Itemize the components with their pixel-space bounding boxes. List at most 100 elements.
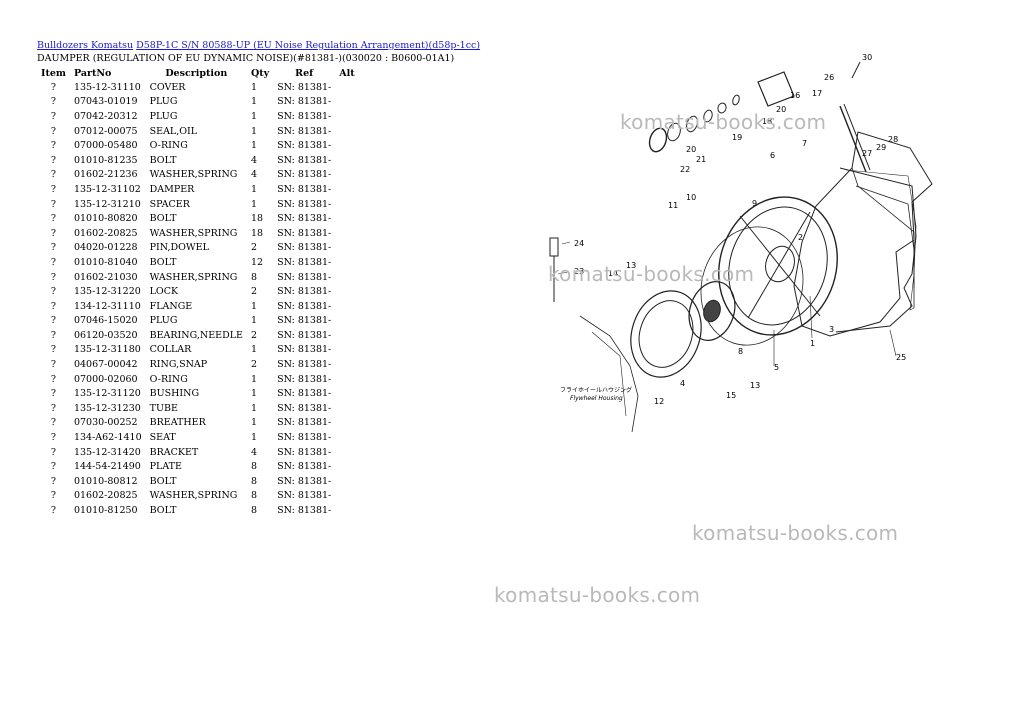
ref-cell: SN: 81381- [277,373,332,385]
partno-cell: 135-12-31120 [73,388,141,400]
description-cell: RING,SNAP [149,359,208,371]
qty-cell: 18 [250,227,264,239]
partno-cell: 06120-03520 [73,329,138,341]
page-header: Bulldozers Komatsu D58P-1C S/N 80588-UP … [37,40,480,65]
partno-cell: 07046-15020 [73,315,138,327]
ref-cell: SN: 81381- [277,402,332,414]
callout-5: 5 [774,363,779,372]
engine-block-fragment [591,331,627,417]
seal-ring [732,94,740,106]
seal-ring [717,102,727,114]
cover-shaft [757,71,795,107]
description-cell: WASHER,SPRING [149,169,238,181]
partno-cell: 01010-81235 [73,154,138,166]
qty-cell: 1 [250,388,257,400]
callout-15: 15 [726,391,736,400]
partno-cell: 01010-81040 [73,256,138,268]
qty-cell: 4 [250,446,257,458]
callout-26: 26 [824,73,834,82]
qty-cell: 8 [250,271,257,283]
partno-cell: 135-12-31210 [73,198,141,210]
housing-mount-plate [855,185,915,288]
breadcrumb-link-model[interactable]: D58P-1C S/N 80588-UP (EU Noise Regulatio… [136,40,481,51]
alt-cell [335,343,358,358]
ref-cell: SN: 81381- [277,505,332,517]
alt-cell [335,328,358,343]
housing-right-plate [835,167,917,333]
partno-cell: 01602-20825 [73,490,138,502]
diagram-caption-en: Flywheel Housing [570,395,623,402]
damper-center [703,299,721,323]
qty-cell: 4 [250,154,257,166]
flywheel-housing-outline [793,131,933,337]
description-cell: BOLT [149,475,177,487]
qty-cell: 1 [250,300,257,312]
partno-cell: 07000-02060 [73,373,138,385]
description-cell: PLUG [149,315,178,327]
item-cell: ? [50,169,57,181]
item-cell: ? [50,490,57,502]
ref-cell: SN: 81381- [277,81,332,93]
ref-cell: SN: 81381- [277,359,332,371]
description-cell: BEARING,NEEDLE [149,329,243,341]
callout-4: 4 [680,379,685,388]
alt-cell [335,401,358,416]
seal-ring [686,115,698,133]
callout-7: 7 [802,139,807,148]
description-cell: SEAL,OIL [149,125,198,137]
qty-cell: 1 [250,183,257,195]
callout-labels: 1 2 3 4 5 6 7 8 9 10 11 12 13 13 14 15 1… [560,53,906,406]
seal-ring [648,127,668,153]
description-cell: LOCK [149,286,179,298]
breather-cap [549,237,559,257]
description-cell: FLANGE [149,300,193,312]
partno-cell: 144-54-21490 [73,461,141,473]
description-cell: BUSHING [149,388,200,400]
description-cell: PIN,DOWEL [149,242,209,254]
breadcrumb-link-category[interactable]: Bulldozers Komatsu [37,40,134,51]
description-cell: COVER [149,81,186,93]
callout-17: 17 [812,89,822,98]
partno-cell: 135-12-31110 [73,81,141,93]
ref-cell: SN: 81381- [277,125,332,137]
partno-cell: 01010-81250 [73,505,138,517]
engine-block-fragment [579,315,639,433]
ref-cell: SN: 81381- [277,198,332,210]
ref-cell: SN: 81381- [277,242,332,254]
item-cell: ? [50,271,57,283]
alt-cell [335,284,358,299]
partno-cell: 135-12-31102 [73,183,141,195]
item-cell: ? [50,227,57,239]
ref-cell: SN: 81381- [277,140,332,152]
exploded-parts-diagram: 1 2 3 4 5 6 7 8 9 10 11 12 13 13 14 15 1… [549,53,933,433]
item-cell: ? [50,315,57,327]
alt-cell [335,314,358,329]
housing-side-plate [851,167,915,308]
callout-29: 29 [876,143,886,152]
description-cell: O-RING [149,373,188,385]
qty-cell: 8 [250,490,257,502]
alt-cell [335,357,358,372]
ref-cell: SN: 81381- [277,256,332,268]
ref-cell: SN: 81381- [277,388,332,400]
partno-cell: 07012-00075 [73,125,138,137]
ref-cell: SN: 81381- [277,315,332,327]
item-cell: ? [50,402,57,414]
page-subtitle: DAUMPER (REGULATION OF EU DYNAMIC NOISE)… [37,53,455,64]
breather-tube [839,105,867,173]
column-header-ref: Ref [295,67,314,79]
alt-cell [335,299,358,314]
description-cell: BOLT [149,213,177,225]
qty-cell: 1 [250,432,257,444]
callout-1: 1 [810,339,815,348]
seal-ring [703,109,713,123]
description-cell: WASHER,SPRING [149,271,238,283]
